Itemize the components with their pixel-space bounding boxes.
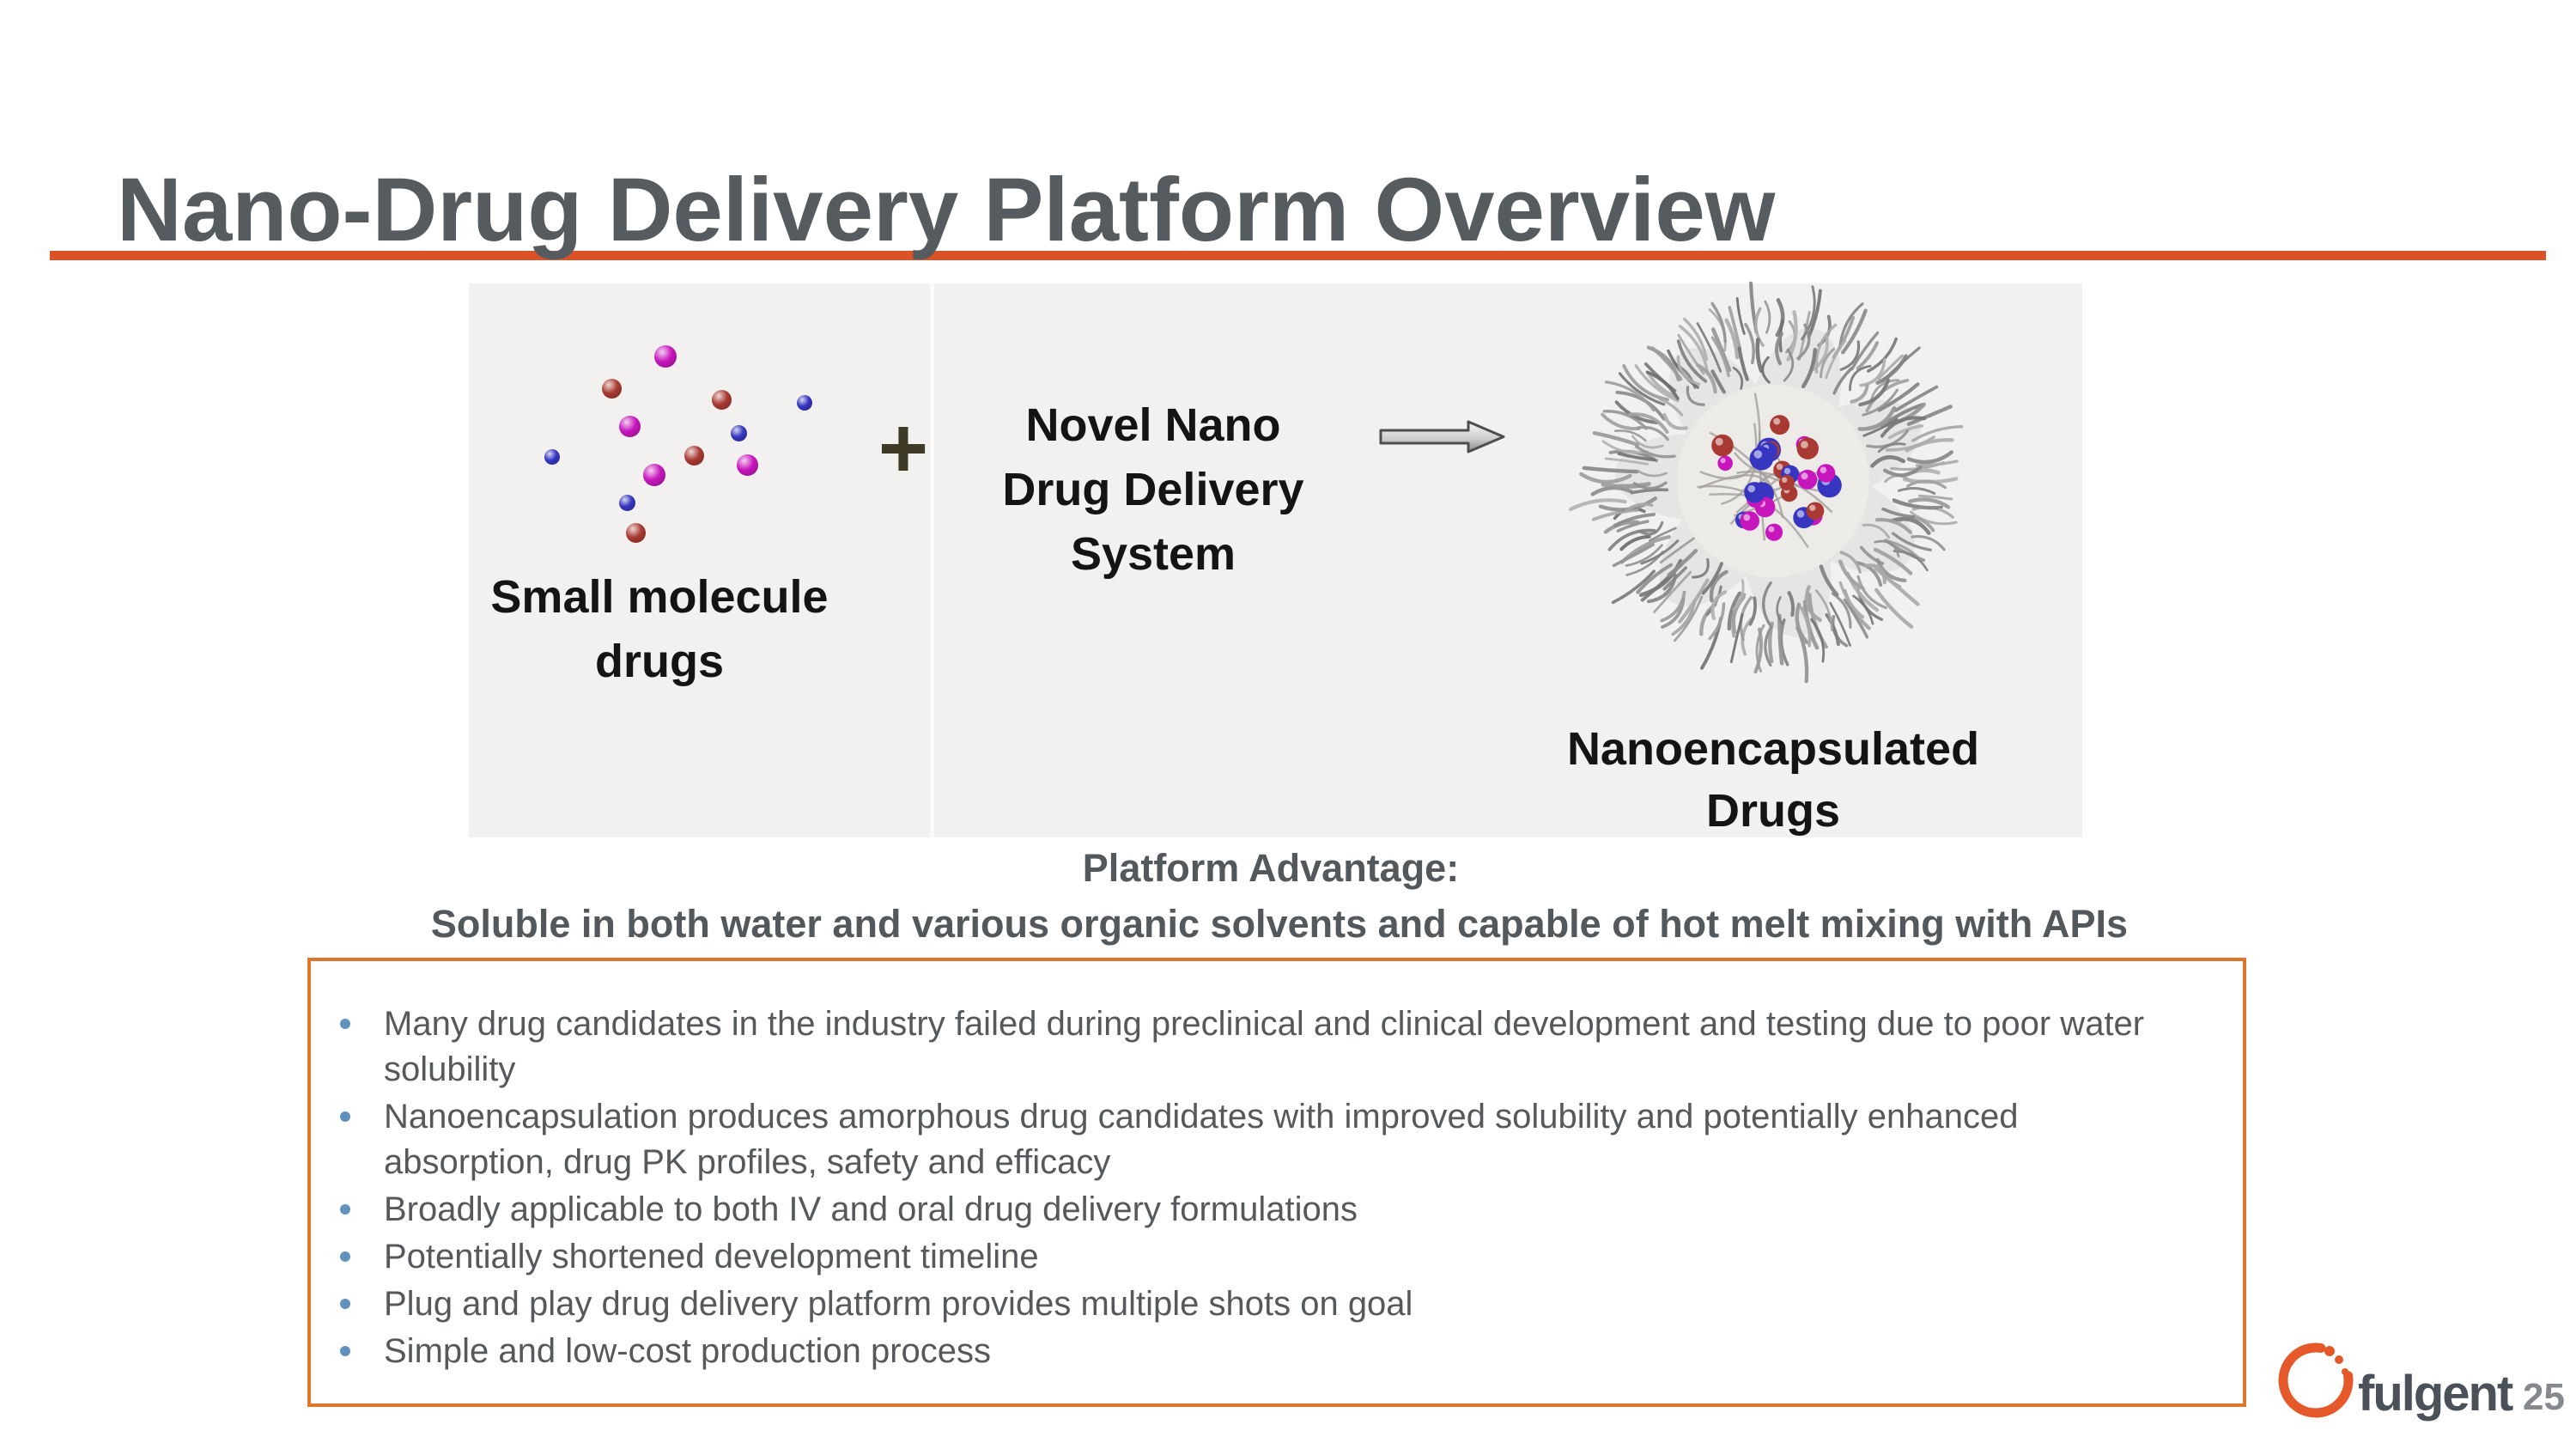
small-molecule-label: Small molecule drugs <box>488 565 831 694</box>
bullet-text: Simple and low-cost production process <box>384 1332 992 1370</box>
advantage-bullet-box <box>307 958 2246 1407</box>
bullet-item: Plug and play drug delivery platform pro… <box>340 1282 2195 1327</box>
bullet-text: Many drug candidates in the industry fai… <box>384 1005 2145 1088</box>
page-title: Nano-Drug Delivery Platform Overview <box>117 160 1776 260</box>
molecule-dot <box>618 415 641 437</box>
bullet-item: Simple and low-cost production process <box>340 1329 2195 1374</box>
nanoparticle-illustration <box>1569 281 1964 684</box>
bullet-item: Many drug candidates in the industry fai… <box>340 1002 2195 1093</box>
fulgent-logo-text: fulgent <box>2358 1366 2513 1422</box>
bullet-text: Potentially shortened development timeli… <box>384 1238 1039 1275</box>
molecule-dot <box>654 345 677 368</box>
title-underline <box>50 251 2546 260</box>
page-number: 25 <box>2523 1376 2565 1418</box>
molecule-dot <box>711 389 732 410</box>
bullet-text: Nanoencapsulation produces amorphous dru… <box>384 1098 2019 1181</box>
bullet-dot-icon <box>340 1111 350 1122</box>
arrow-right-icon <box>1379 420 1505 454</box>
molecule-dot <box>625 522 646 543</box>
bullet-list: Many drug candidates in the industry fai… <box>340 1002 2195 1376</box>
molecule-dot <box>736 454 758 476</box>
molecule-dot <box>797 395 812 411</box>
small-molecule-label-line1: Small molecule <box>490 571 829 623</box>
nanoencapsulated-label-line1: Nanoencapsulated <box>1566 723 1980 775</box>
bullet-dot-icon <box>340 1019 350 1029</box>
bullet-text: Broadly applicable to both IV and oral d… <box>384 1190 1358 1228</box>
molecule-dot <box>730 424 747 441</box>
nanoencapsulated-label-line2: Drugs <box>1705 785 1840 837</box>
nano-system-label-line1: Novel Nano <box>1025 399 1281 451</box>
nano-system-label: Novel Nano Drug Delivery System <box>981 393 1325 587</box>
molecule-dot <box>601 378 622 399</box>
molecule-dot <box>618 494 635 511</box>
bullet-dot-icon <box>340 1204 350 1215</box>
nano-system-label-line3: System <box>1070 528 1236 580</box>
molecule-dot <box>683 445 704 466</box>
platform-advantage-heading: Platform Advantage: <box>1082 846 1460 890</box>
fulgent-logo-icon <box>2278 1342 2354 1418</box>
bullet-dot-icon <box>340 1346 350 1356</box>
diagram-panel-seam <box>930 283 934 837</box>
platform-advantage-subheading: Soluble in both water and various organi… <box>430 902 2129 946</box>
nano-system-label-line2: Drug Delivery <box>1002 464 1304 515</box>
bullet-item: Broadly applicable to both IV and oral d… <box>340 1187 2195 1233</box>
bullet-item: Potentially shortened development timeli… <box>340 1234 2195 1280</box>
molecule-dot <box>643 464 665 486</box>
plus-icon: + <box>878 400 929 496</box>
bullet-item: Nanoencapsulation produces amorphous dru… <box>340 1094 2195 1185</box>
molecule-dot <box>544 449 560 465</box>
bullet-dot-icon <box>340 1251 350 1262</box>
bullet-text: Plug and play drug delivery platform pro… <box>384 1285 1413 1323</box>
bullet-dot-icon <box>340 1299 350 1309</box>
small-molecule-label-line2: drugs <box>594 636 724 687</box>
nanoencapsulated-label: Nanoencapsulated Drugs <box>1550 718 1996 842</box>
